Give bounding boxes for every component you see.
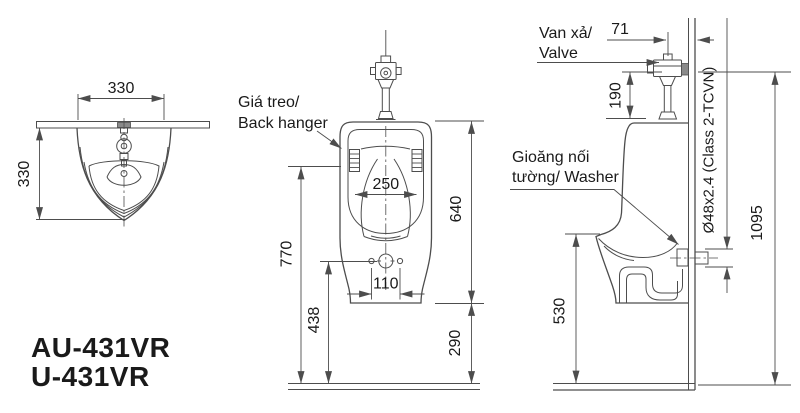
dim-supply-height: 1095	[698, 71, 791, 386]
dim-valve-height: 190	[606, 71, 662, 119]
wall-washer-fitting	[670, 248, 718, 267]
dim-value-330-depth: 330	[16, 161, 33, 188]
urinal-side-outline	[595, 122, 688, 304]
dim-pipe-spec: Ø48x2.4 (Class 2-TCVN)	[701, 18, 733, 293]
pipe-spec-text: Ø48x2.4 (Class 2-TCVN)	[701, 67, 718, 234]
dim-value-190: 190	[608, 82, 625, 109]
dim-value-770: 770	[279, 241, 296, 268]
floor-line-front	[288, 383, 480, 390]
model-number-2: U-431VR	[31, 361, 150, 392]
valve-label-line1: Van xả/	[539, 25, 593, 42]
side-view: 71 190 530 1095 Ø48x2.4 (Class 2-TCVN)	[510, 18, 791, 391]
dim-value-250: 250	[372, 176, 399, 193]
dim-spud-height: 438	[306, 261, 377, 384]
dim-value-71: 71	[611, 21, 629, 38]
bowl-arc-right	[393, 158, 411, 237]
washer-label-line1: Gioăng nối	[512, 149, 589, 166]
dim-value-438: 438	[306, 307, 323, 334]
back-hanger-left	[349, 149, 360, 172]
dim-value-330-width: 330	[108, 80, 135, 97]
back-hanger-label: Giá treo/ Back hanger	[238, 94, 342, 149]
back-hanger-leader	[316, 130, 342, 149]
flush-valve-side	[647, 32, 689, 120]
dim-rim-width: 250	[354, 176, 417, 198]
bowl-arc-bottom	[363, 236, 408, 242]
back-hanger-label-line2: Back hanger	[238, 115, 329, 132]
flush-valve-front	[370, 30, 402, 120]
washer-leader	[510, 189, 679, 245]
dim-value-290: 290	[447, 330, 464, 357]
dim-bolt-spacing: 110	[347, 268, 425, 300]
back-hanger-right	[411, 149, 423, 172]
front-view: 250 110 770 438 640 290	[238, 30, 484, 390]
dim-value-640: 640	[448, 196, 465, 223]
bowl-arc-left	[360, 158, 378, 237]
dim-body-height: 640	[435, 120, 484, 304]
model-numbers: AU-431VR U-431VR	[31, 332, 170, 392]
dim-bottom-height: 290	[447, 303, 475, 384]
urinal-front-outline	[339, 121, 433, 304]
top-view: 330 330	[16, 80, 210, 229]
dim-top-width: 330	[77, 80, 165, 120]
inner-bowl-side	[598, 238, 678, 259]
dim-outlet-height: 530	[552, 233, 600, 384]
dim-top-depth: 330	[16, 127, 126, 220]
dim-valve-to-wall: 71	[607, 21, 714, 44]
floor-line-side	[553, 383, 695, 391]
washer-label-line2: tường/ Washer	[512, 169, 620, 186]
dim-value-110: 110	[373, 276, 399, 293]
wall-line	[688, 18, 696, 390]
trap-outer	[619, 266, 683, 303]
washer-label: Gioăng nối tường/ Washer	[510, 149, 679, 245]
back-hanger-label-line1: Giá treo/	[238, 94, 300, 111]
rim-offset-2	[83, 161, 165, 215]
valve-label-line2: Valve	[539, 45, 578, 62]
valve-label: Van xả/ Valve	[537, 25, 660, 66]
dim-hanger-height: 770	[279, 166, 341, 384]
dim-value-1095: 1095	[749, 205, 766, 241]
model-number-1: AU-431VR	[31, 332, 170, 363]
dim-value-530: 530	[552, 298, 569, 325]
trap-inner	[626, 273, 678, 303]
inner-bowl-side-2	[603, 245, 635, 261]
